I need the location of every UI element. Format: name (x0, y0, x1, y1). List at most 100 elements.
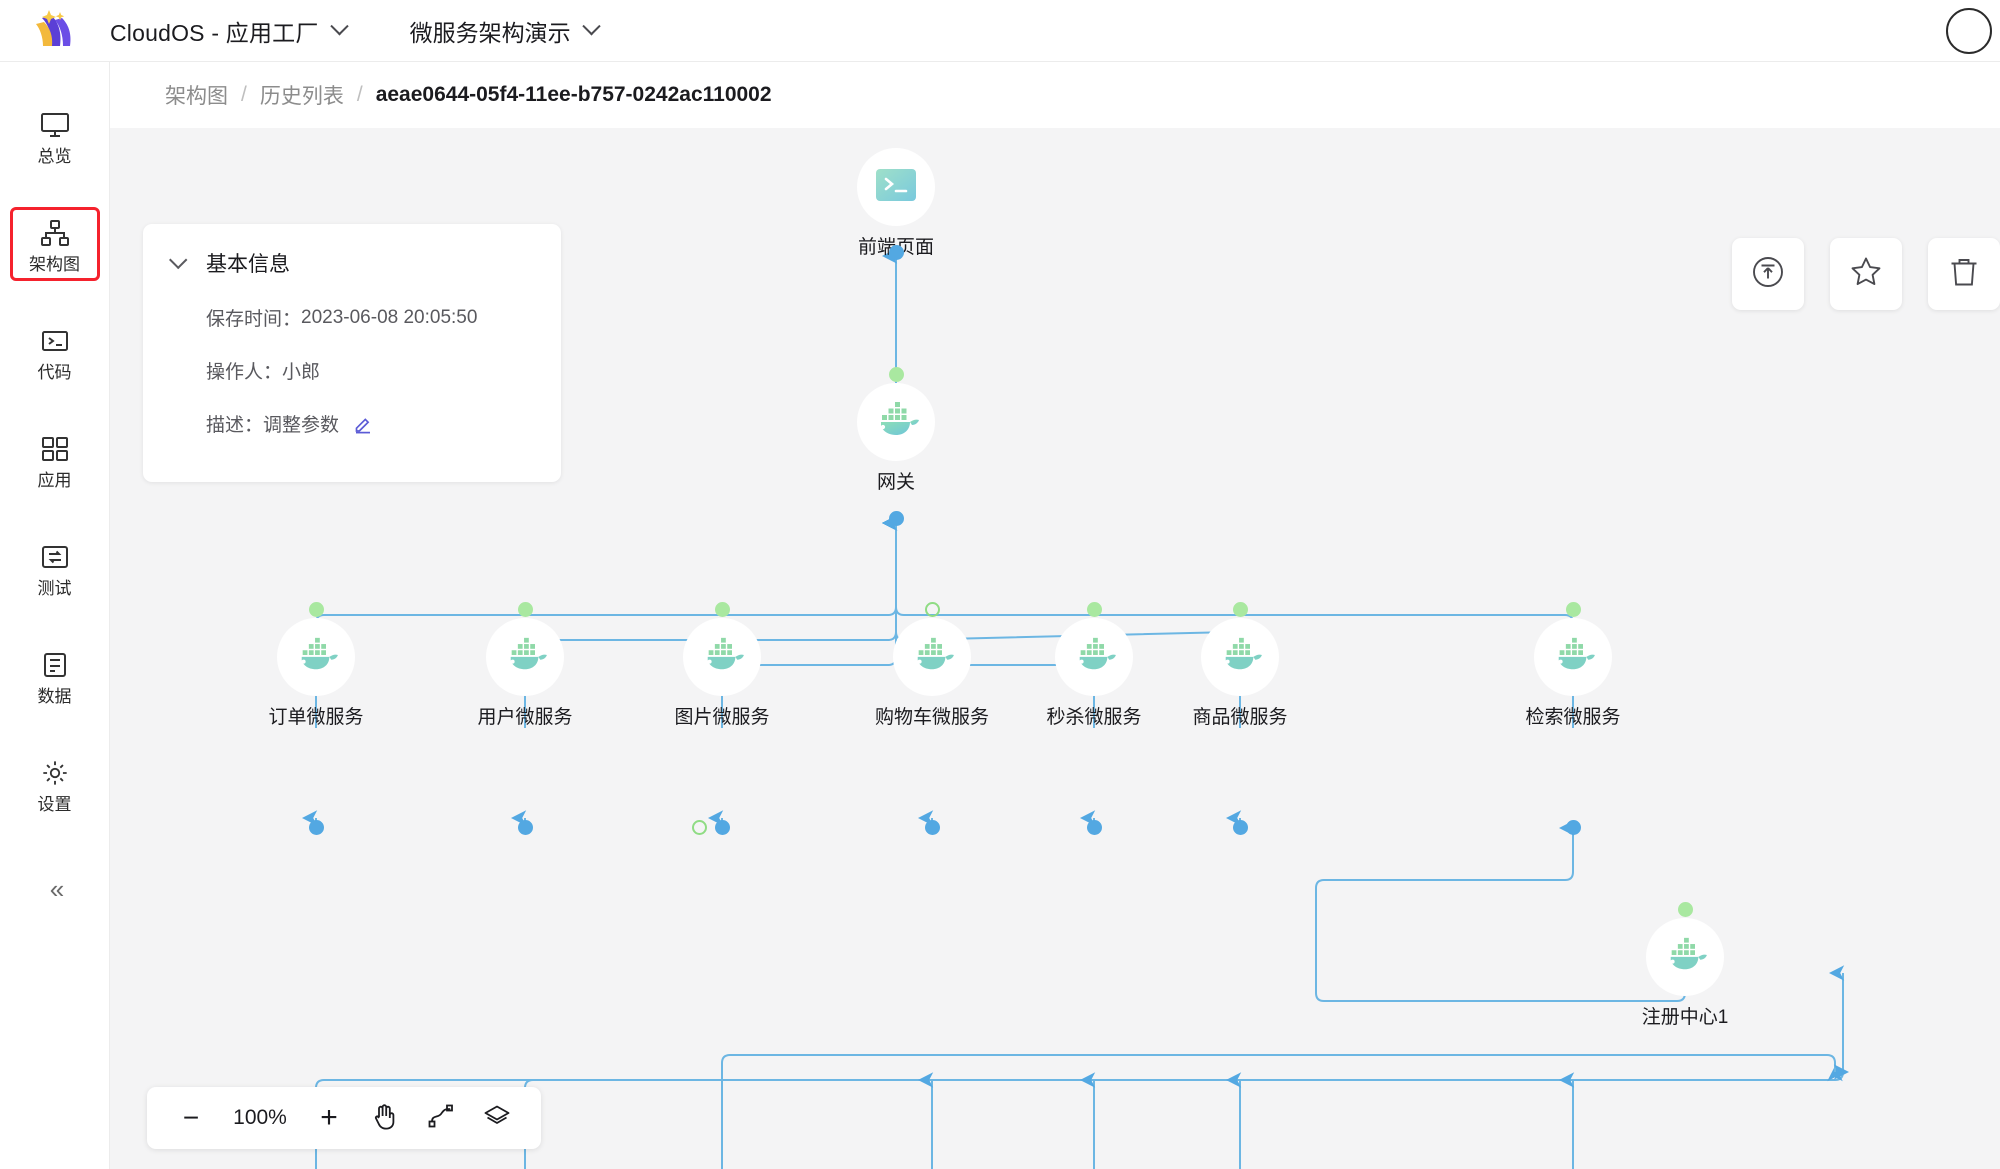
sidebar: 总览 架构图 代码 (0, 62, 110, 1169)
port-in-image[interactable] (714, 819, 730, 835)
breadcrumb: 架构图 / 历史列表 / aeae0644-05f4-11ee-b757-024… (165, 80, 772, 110)
chevron-down-icon (329, 17, 349, 36)
port-in-product[interactable] (1232, 819, 1248, 835)
port-in-gateway[interactable] (888, 510, 904, 526)
docker-whale-icon (1215, 635, 1265, 680)
node-search-service[interactable]: 检索微服务 (1498, 618, 1648, 729)
node-product-service[interactable]: 商品微服务 (1165, 618, 1315, 729)
operator-value: 小郎 (282, 362, 321, 383)
port-out-product[interactable] (1232, 601, 1248, 617)
zoom-in-button[interactable]: + (320, 1101, 338, 1134)
sidebar-label: 测试 (37, 579, 72, 598)
operator-row: 操作人： 小郎 (206, 357, 533, 384)
sidebar-label: 数据 (37, 687, 72, 706)
sidebar-collapse-button[interactable]: « (49, 873, 64, 904)
breadcrumb-history-list[interactable]: 历史列表 (259, 85, 344, 108)
pan-tool-button[interactable] (361, 1095, 409, 1141)
node-icon-wrap[interactable] (277, 618, 355, 696)
node-image-service[interactable]: 图片微服务 (647, 618, 797, 729)
node-icon-wrap[interactable] (893, 618, 971, 696)
node-user-service[interactable]: 用户微服务 (450, 618, 600, 729)
node-icon-wrap[interactable] (857, 148, 935, 226)
docker-whale-icon (1548, 635, 1598, 680)
restore-button[interactable] (1732, 238, 1804, 310)
sidebar-item-architecture[interactable]: 架构图 (9, 207, 100, 281)
node-icon-wrap[interactable] (857, 383, 935, 461)
sidebar-label: 应用 (37, 471, 72, 490)
connector-tool-button[interactable] (417, 1095, 465, 1141)
logo-container[interactable] (0, 9, 110, 52)
port-out-search[interactable] (1565, 601, 1581, 617)
chevron-down-icon (581, 17, 601, 36)
port-in-cart[interactable] (924, 819, 940, 835)
port-in-image-alt[interactable] (691, 819, 707, 835)
sparkle-logo-icon (32, 9, 78, 52)
docker-whale-icon (291, 635, 341, 680)
database-icon (38, 649, 72, 681)
pencil-icon[interactable] (353, 414, 373, 434)
node-icon-wrap[interactable] (683, 618, 761, 696)
breadcrumb-current-id: aeae0644-05f4-11ee-b757-0242ac110002 (375, 83, 772, 106)
sidebar-item-code[interactable]: 代码 (11, 316, 99, 388)
delete-button[interactable] (1928, 238, 2000, 310)
top-bar: CloudOS - 应用工厂 微服务架构演示 (0, 0, 2000, 62)
zoom-out-button[interactable]: − (182, 1102, 200, 1133)
port-in-frontend[interactable] (888, 244, 904, 260)
operator-label: 操作人： (206, 362, 283, 383)
node-icon-wrap[interactable] (1055, 618, 1133, 696)
port-out-image[interactable] (714, 601, 730, 617)
hand-icon (372, 1102, 398, 1135)
port-out-cart[interactable] (924, 601, 940, 617)
port-out-seckill[interactable] (1086, 601, 1102, 617)
breadcrumb-root[interactable]: 架构图 (165, 85, 228, 108)
basic-info-header[interactable]: 基本信息 (169, 248, 533, 278)
node-label: 网关 (876, 472, 915, 493)
port-out-user[interactable] (517, 601, 533, 617)
product-switcher[interactable]: CloudOS - 应用工厂 (110, 14, 349, 48)
action-buttons (1732, 238, 2000, 310)
node-seckill-service[interactable]: 秒杀微服务 (1019, 618, 1169, 729)
port-out-gateway[interactable] (888, 366, 904, 382)
node-order-service[interactable]: 订单微服务 (241, 618, 391, 729)
node-icon-wrap[interactable] (486, 618, 564, 696)
node-label: 用户微服务 (477, 707, 573, 728)
node-label: 订单微服务 (268, 707, 364, 728)
port-in-search[interactable] (1565, 819, 1581, 835)
node-registry-center[interactable]: 注册中心1 (1610, 918, 1760, 1029)
node-icon-wrap[interactable] (1646, 918, 1724, 996)
node-cart-service[interactable]: 购物车微服务 (857, 618, 1007, 729)
project-switcher[interactable]: 微服务架构演示 (410, 14, 601, 48)
zoom-toolbar: − 100% + (147, 1087, 541, 1149)
sidebar-label: 架构图 (29, 255, 80, 274)
zoom-level-label[interactable]: 100% (233, 1106, 287, 1129)
node-label: 购物车微服务 (874, 707, 989, 728)
basic-info-title: 基本信息 (206, 253, 290, 276)
restore-circle-icon (1749, 253, 1787, 296)
sidebar-item-test[interactable]: 测试 (11, 532, 99, 604)
docker-whale-icon (1069, 635, 1119, 680)
sidebar-item-application[interactable]: 应用 (11, 424, 99, 496)
save-time-row: 保存时间： 2023-06-08 20:05:50 (206, 304, 533, 331)
sidebar-item-data[interactable]: 数据 (11, 640, 99, 712)
favorite-button[interactable] (1830, 238, 1902, 310)
architecture-canvas[interactable]: 前端页面 (110, 128, 2000, 1169)
avatar[interactable] (1946, 8, 1992, 54)
node-label: 检索微服务 (1525, 707, 1621, 728)
node-frontend[interactable]: 前端页面 (821, 148, 971, 259)
port-in-order[interactable] (308, 819, 324, 835)
port-out-order[interactable] (308, 601, 324, 617)
refresh-icon (38, 541, 72, 573)
edge-path-icon (428, 1103, 454, 1134)
port-in-seckill[interactable] (1086, 819, 1102, 835)
save-time-label: 保存时间： (206, 309, 302, 330)
node-icon-wrap[interactable] (1201, 618, 1279, 696)
node-icon-wrap[interactable] (1534, 618, 1612, 696)
sidebar-item-settings[interactable]: 设置 (11, 748, 99, 820)
sidebar-item-overview[interactable]: 总览 (11, 100, 99, 172)
layers-tool-button[interactable] (473, 1095, 521, 1141)
port-in-user[interactable] (517, 819, 533, 835)
node-gateway[interactable]: 网关 (821, 383, 971, 494)
breadcrumb-separator: / (241, 83, 247, 106)
port-out-registry[interactable] (1677, 901, 1693, 917)
node-label: 注册中心1 (1641, 1007, 1729, 1028)
